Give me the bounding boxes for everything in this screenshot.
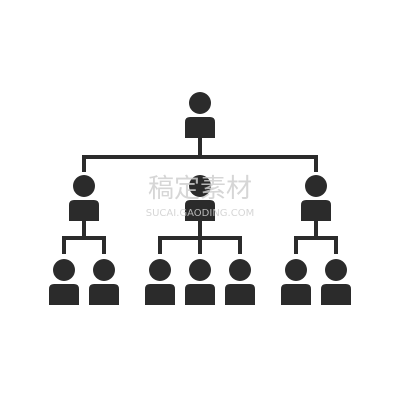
person-head-icon <box>73 175 95 197</box>
person-body-icon <box>185 117 215 138</box>
person-icon-bottom-1-2 <box>89 259 119 305</box>
person-icon-bottom-1-1 <box>49 259 79 305</box>
people-icons <box>49 92 351 305</box>
person-head-icon <box>53 259 75 281</box>
person-icon-top <box>185 92 215 138</box>
person-head-icon <box>325 259 347 281</box>
person-head-icon <box>229 259 251 281</box>
person-icon-bottom-3-1 <box>281 259 311 305</box>
person-body-icon <box>89 284 119 305</box>
person-icon-middle-1 <box>69 175 99 221</box>
person-head-icon <box>149 259 171 281</box>
connector-lines <box>62 138 338 254</box>
person-icon-bottom-2-3 <box>225 259 255 305</box>
person-icon-bottom-2-2 <box>185 259 215 305</box>
person-head-icon <box>189 259 211 281</box>
person-body-icon <box>281 284 311 305</box>
person-head-icon <box>189 92 211 114</box>
person-head-icon <box>93 259 115 281</box>
person-body-icon <box>185 284 215 305</box>
person-icon-middle-3 <box>301 175 331 221</box>
person-body-icon <box>49 284 79 305</box>
person-body-icon <box>321 284 351 305</box>
person-icon-middle-2 <box>185 175 215 221</box>
person-head-icon <box>189 175 211 197</box>
person-head-icon <box>305 175 327 197</box>
person-body-icon <box>69 200 99 221</box>
person-icon-bottom-2-1 <box>145 259 175 305</box>
person-head-icon <box>285 259 307 281</box>
person-body-icon <box>301 200 331 221</box>
person-body-icon <box>225 284 255 305</box>
person-body-icon <box>185 200 215 221</box>
person-icon-bottom-3-2 <box>321 259 351 305</box>
person-body-icon <box>145 284 175 305</box>
